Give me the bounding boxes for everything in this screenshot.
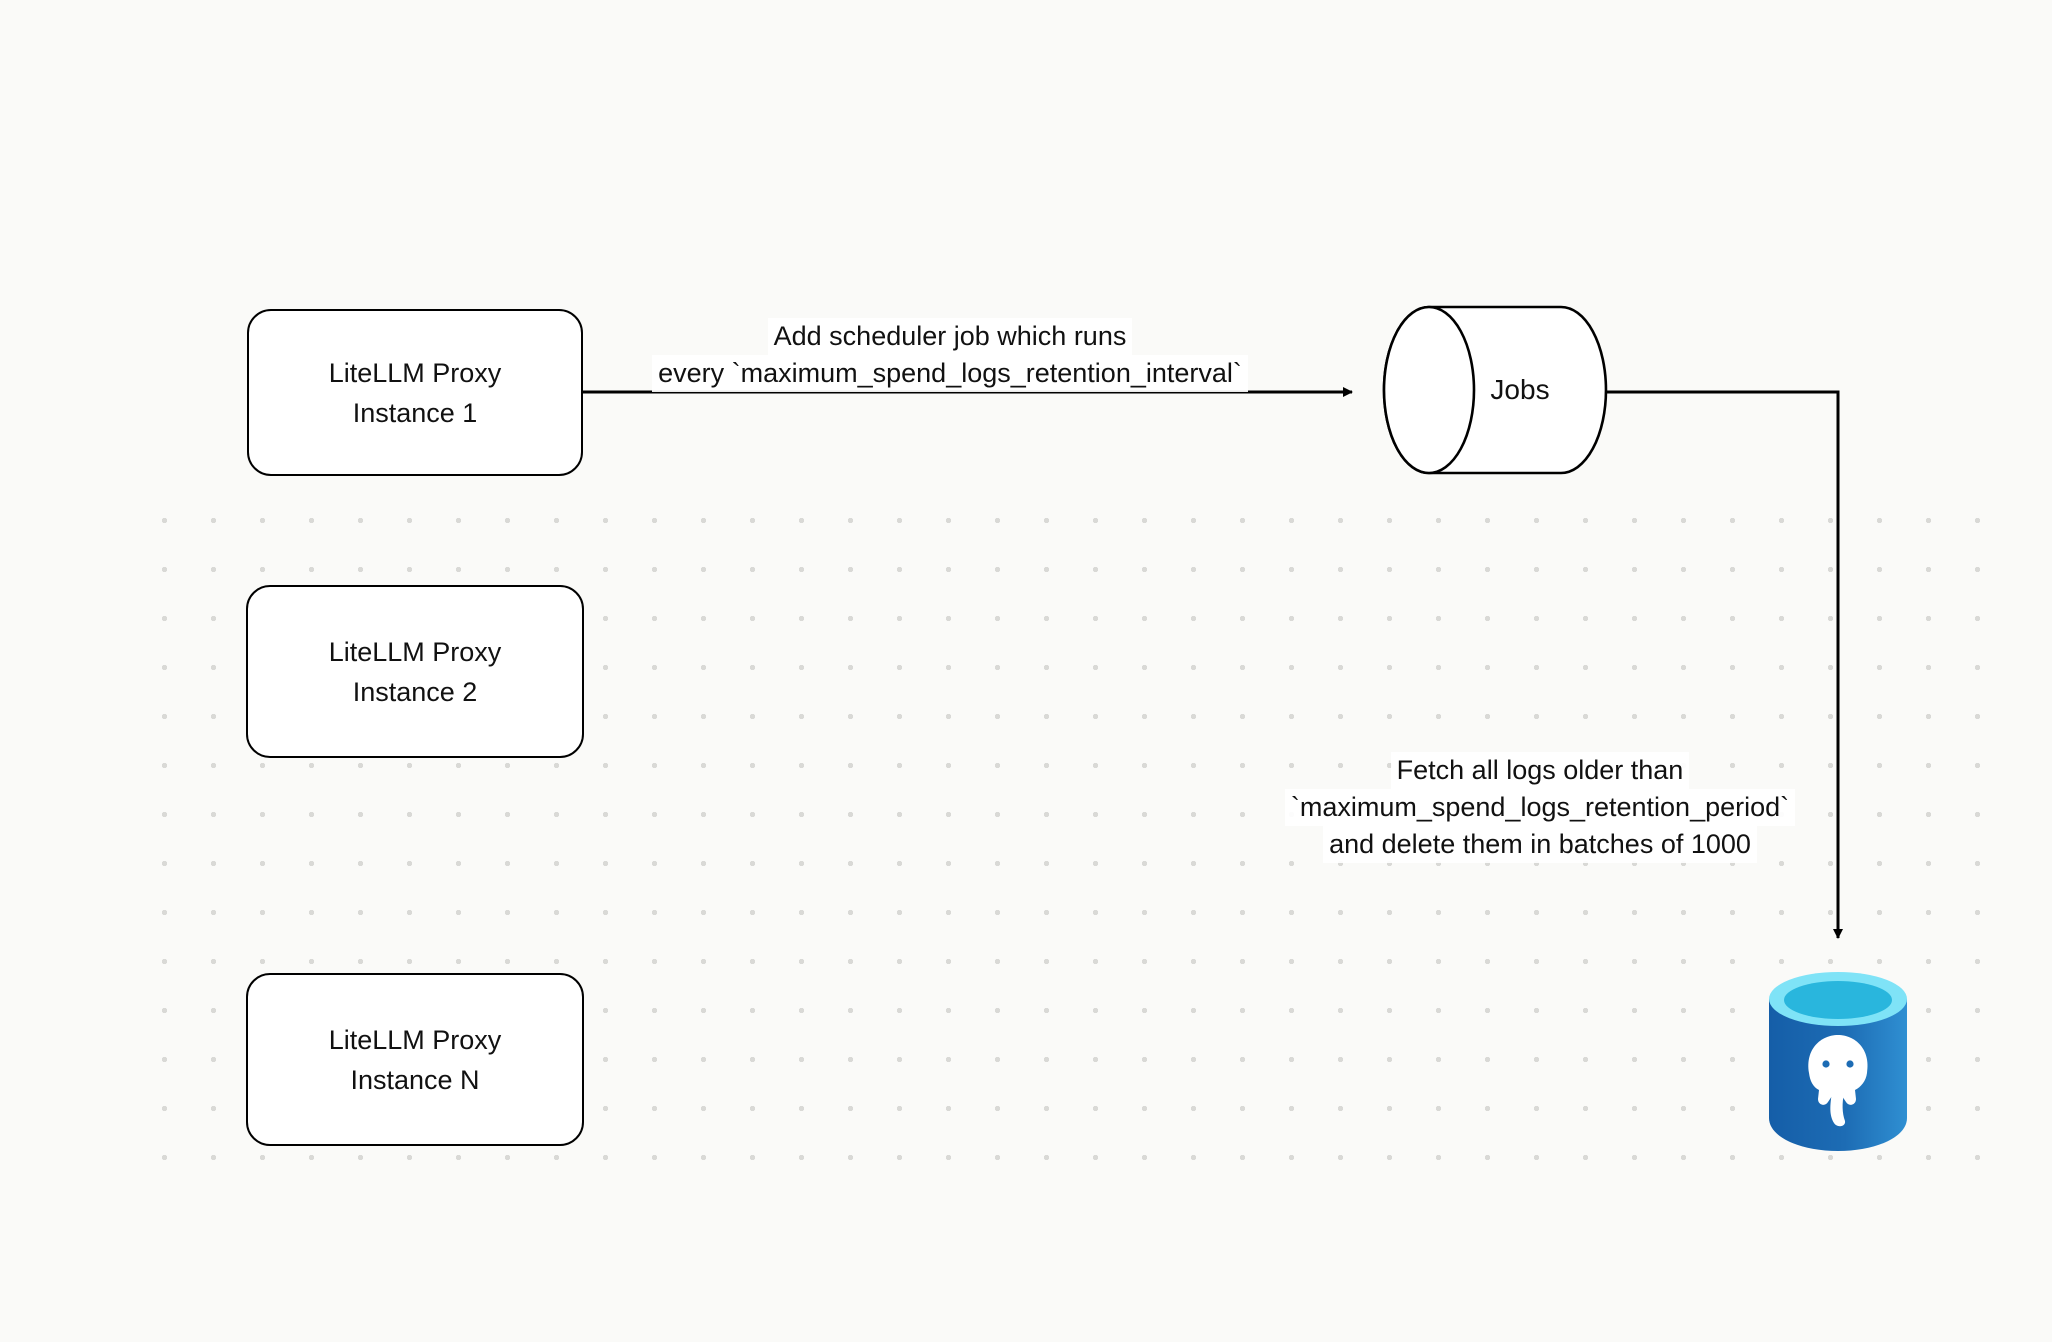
elephant-glyph	[1808, 1035, 1868, 1127]
node-label-line: Instance N	[350, 1064, 480, 1095]
node-litellm-proxy-instance-n: LiteLLM Proxy Instance N	[246, 973, 584, 1146]
edge-label-line: and delete them in batches of 1000	[1323, 826, 1757, 863]
edge-label-line: Add scheduler job which runs	[767, 318, 1133, 355]
edge-label-line: `maximum_spend_logs_retention_period`	[1284, 789, 1796, 826]
node-label-line: Instance 2	[352, 676, 478, 707]
node-litellm-proxy-instance-2: LiteLLM Proxy Instance 2	[246, 585, 584, 758]
postgresql-database-icon	[1769, 972, 1907, 1151]
node-label-line: LiteLLM Proxy	[328, 357, 502, 388]
node-label-line: LiteLLM Proxy	[328, 1024, 502, 1055]
edge-label-fetch-delete: Fetch all logs older than `maximum_spend…	[1230, 752, 1850, 863]
edge-label-line: Fetch all logs older than	[1390, 752, 1690, 789]
node-litellm-proxy-instance-1: LiteLLM Proxy Instance 1	[247, 309, 583, 476]
jobs-node-label: Jobs	[1490, 374, 1550, 405]
edge-label-line: every `maximum_spend_logs_retention_inte…	[652, 355, 1248, 392]
node-label-line: LiteLLM Proxy	[328, 636, 502, 667]
edge-label-scheduler: Add scheduler job which runs every `maxi…	[600, 318, 1300, 392]
node-label-line: Instance 1	[352, 397, 478, 428]
